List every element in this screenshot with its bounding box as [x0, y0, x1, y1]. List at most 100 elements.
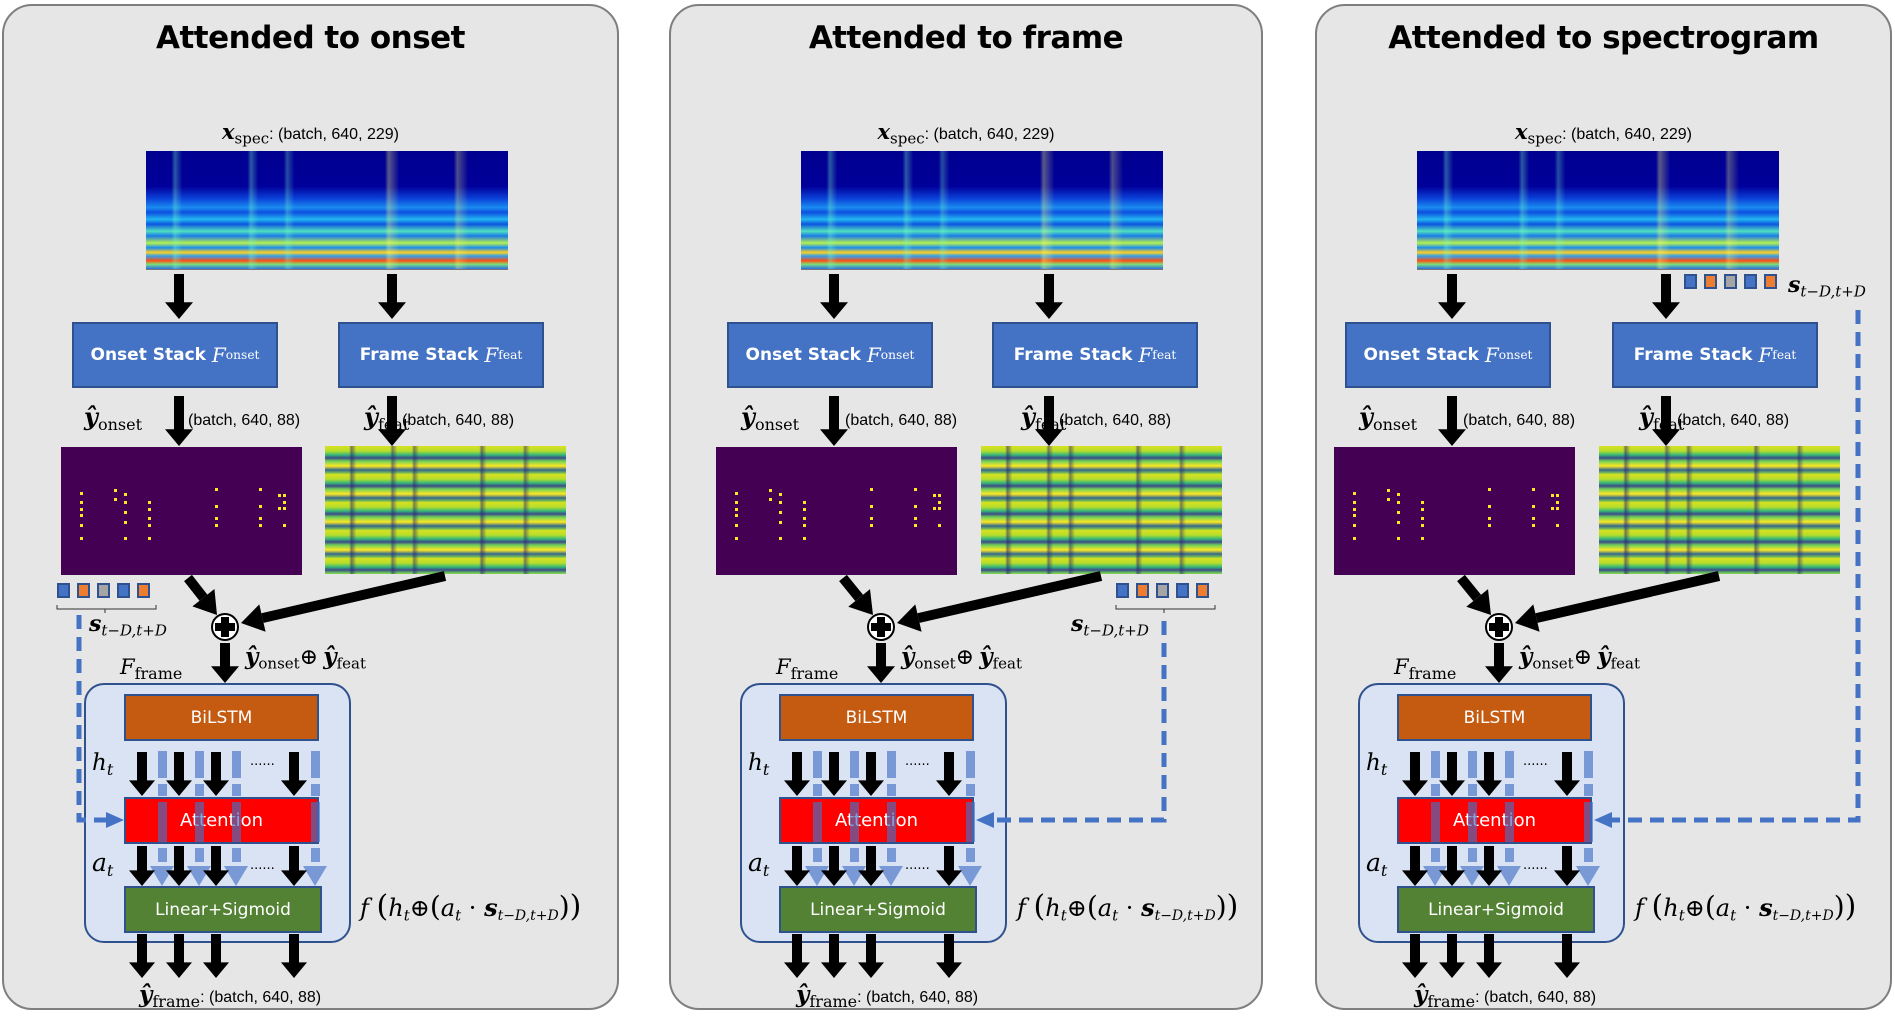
feat-output-shape: (batch, 640, 88)	[402, 412, 515, 429]
arrow-output-2-shaft	[1484, 934, 1494, 964]
concat-b-subscript: feat	[1610, 654, 1640, 673]
arrow-output-3-head	[1554, 962, 1580, 978]
arrow-spec-to-frame-shaft	[387, 274, 397, 304]
output-symbol: ŷ	[796, 981, 810, 1008]
feature-map-image	[1599, 446, 1840, 574]
feat-output-shape: (batch, 640, 88)	[1059, 412, 1172, 429]
onset-dot	[778, 536, 782, 540]
feature-map-image	[325, 446, 566, 574]
context-dashed-line	[994, 621, 1167, 823]
arrow-h-3-head	[936, 780, 962, 796]
context-square-blue	[1116, 583, 1129, 598]
formula-op: ⊕	[409, 894, 430, 922]
formula-dot: ·	[1125, 894, 1134, 922]
onset-dot	[80, 508, 84, 512]
onset-dot	[80, 491, 84, 495]
output-shape: (batch, 640, 88)	[866, 989, 979, 1006]
arrow-a-2-shaft	[211, 846, 221, 872]
arrow-feat-output-head	[1652, 429, 1680, 446]
onset-stack-label: Onset Stack	[1363, 345, 1479, 365]
arrow-h-2-shaft	[211, 752, 221, 782]
attention-weight-column-2	[232, 802, 241, 842]
arrow-a-2-shaft	[1484, 846, 1494, 872]
arrow-spec-to-frame-head	[378, 302, 406, 319]
a-ellipsis: ......	[905, 858, 930, 873]
arrow-h-1-shaft	[174, 752, 184, 782]
onset-output-shape: (batch, 640, 88)	[845, 412, 958, 429]
arrow-output-2-head	[858, 962, 884, 978]
input-subscript: spec	[890, 129, 925, 148]
feat-output-symbol: ŷ	[1639, 402, 1653, 431]
onset-dot	[258, 504, 262, 508]
onset-dot	[1531, 517, 1535, 521]
arrow-a-2-shaft	[866, 846, 876, 872]
attention-box: Attention	[779, 797, 974, 844]
attention-weight-column-3	[311, 784, 320, 796]
attention-weight-column-2	[1505, 784, 1514, 796]
onset-dot	[937, 494, 941, 498]
a-subscript: t	[106, 860, 114, 880]
h-t-label: ht	[748, 750, 769, 779]
concat-plus-horizontal	[1489, 623, 1509, 631]
context-square-orange	[77, 583, 90, 598]
onset-stack-symbol: F	[211, 343, 226, 367]
arrow-a-0-shaft	[137, 846, 147, 872]
onset-dot	[870, 487, 874, 491]
spectrogram-image	[146, 151, 508, 270]
onset-output-shape: (batch, 640, 88)	[188, 412, 301, 429]
arrow-onset-output-head	[820, 429, 848, 446]
attention-weight-column-0	[813, 751, 822, 778]
arrow-output-1-shaft	[829, 934, 839, 964]
onset-dot	[123, 493, 127, 497]
onset-dot	[735, 513, 739, 517]
onset-dot	[1353, 513, 1357, 517]
arrow-concat-to-frame-model-shaft	[220, 643, 230, 668]
arrow-output-1-shaft	[174, 934, 184, 964]
onset-dot	[1353, 508, 1357, 512]
arrow-a-0-shaft	[792, 846, 802, 872]
context-square-blue	[1684, 274, 1697, 289]
attention-weight-column-3	[311, 848, 320, 862]
formula-h-sub: t	[403, 906, 410, 925]
linear-sigmoid-box: Linear+Sigmoid	[779, 886, 977, 933]
onset-dot	[802, 508, 806, 512]
arrow-feat-to-concat-shaft	[261, 571, 447, 623]
frame-stack-label: Frame Stack	[359, 345, 479, 365]
a-symbol: a	[748, 848, 763, 877]
concat-a-subscript: onset	[258, 654, 300, 673]
arrow-output-2-shaft	[211, 934, 221, 964]
output-subscript: frame	[809, 991, 858, 1011]
onset-dot	[1531, 523, 1535, 527]
onset-dot	[1550, 507, 1554, 511]
onset-dot	[277, 494, 281, 498]
arrow-h-1-shaft	[829, 752, 839, 782]
onset-dot	[1531, 487, 1535, 491]
h-t-label: ht	[92, 750, 113, 779]
context-square-orange	[1704, 274, 1717, 289]
context-subscript: t−D,t+D	[101, 621, 167, 640]
onset-dot	[1420, 536, 1424, 540]
attention-weight-column-0	[1431, 848, 1440, 862]
onset-dot	[802, 523, 806, 527]
arrow-output-3-shaft	[944, 934, 954, 964]
formula: f (ht⊕(at · st−D,t+D))	[1635, 889, 1857, 925]
attention-weight-column-2	[887, 751, 896, 778]
onset-dot	[1387, 489, 1391, 493]
arrow-a-0-shaft	[1410, 846, 1420, 872]
arrow-a-0-head	[129, 870, 155, 886]
concat-label: ŷonset⊕ ŷfeat	[245, 643, 366, 673]
linear-sigmoid-label: Linear+Sigmoid	[1428, 899, 1564, 920]
onset-output-subscript: onset	[754, 414, 799, 434]
concat-a-symbol: ŷ	[1519, 643, 1533, 670]
arrow-onset-to-concat-head	[192, 589, 217, 615]
concat-a-subscript: onset	[1532, 654, 1574, 673]
frame-model-label: Fframe	[1394, 655, 1456, 683]
attention-weight-column-1	[195, 802, 204, 842]
concat-plus-horizontal	[871, 623, 891, 631]
formula-s: s	[1759, 893, 1773, 922]
attention-weight-column-0	[158, 802, 167, 842]
onset-dot	[778, 500, 782, 504]
arrow-output-3-shaft	[289, 934, 299, 964]
frame-stack-label: Frame Stack	[1633, 345, 1753, 365]
